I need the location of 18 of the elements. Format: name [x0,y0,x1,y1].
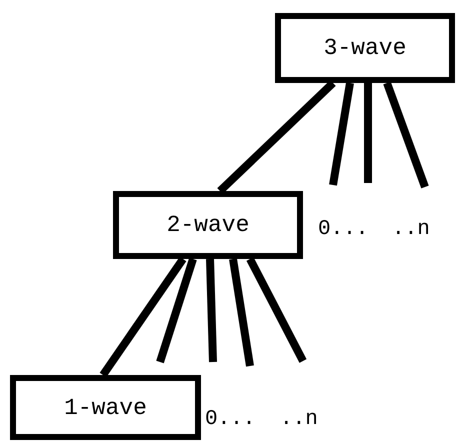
connector-line [383,82,429,188]
connector-line [364,83,372,183]
range-label: ..n [280,408,318,431]
connector-line [246,257,307,363]
connector-line [156,258,197,364]
connector-line [229,258,254,367]
connector-line [206,258,217,362]
connector-line [329,82,354,186]
range-label: 0... [318,218,368,241]
range-label: 0... [205,408,256,431]
process-box [275,13,455,83]
box-label: 2-wave [166,212,250,238]
range-label: ..n [392,218,430,241]
connector-line [100,256,186,378]
process-box [113,191,303,259]
process-box [10,375,201,440]
box-label: 3-wave [324,35,406,61]
box-label: 1-wave [64,394,147,420]
